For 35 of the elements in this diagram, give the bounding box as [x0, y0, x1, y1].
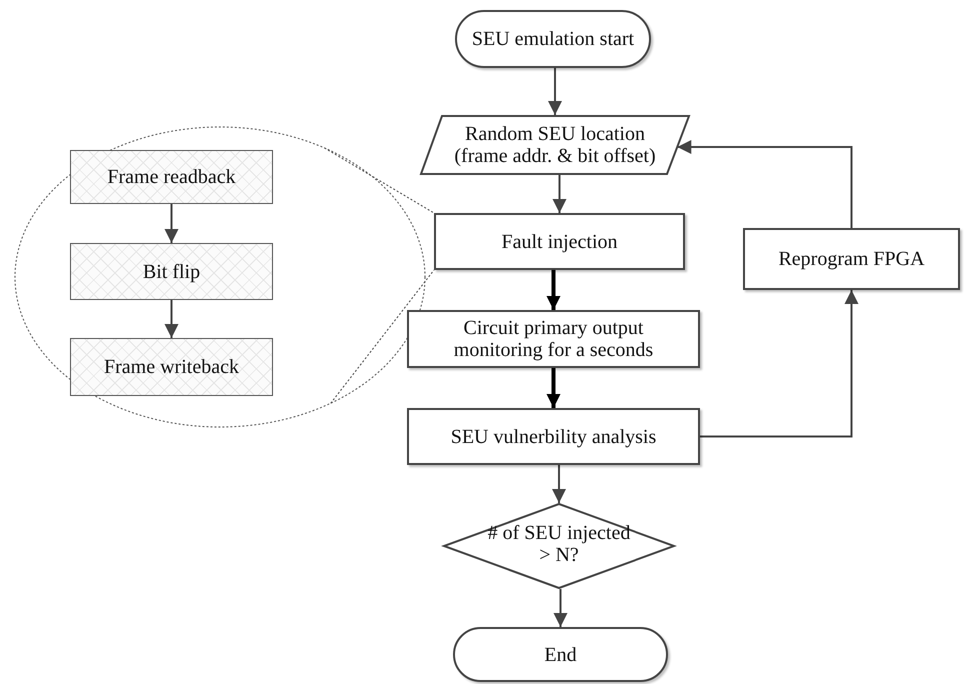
arrow	[546, 368, 560, 408]
process-box	[434, 213, 685, 270]
arrow	[700, 290, 858, 438]
dotted-zoom-line	[330, 270, 434, 404]
node-label: Frame readback	[107, 166, 236, 188]
arrow	[164, 300, 178, 338]
node-label: Random SEU location (frame addr. & bit offset)	[453, 123, 657, 167]
node-label: SEU emulation start	[472, 28, 634, 50]
node-label: Frame writeback	[104, 356, 239, 378]
node-label: Circuit primary output monitoring for a seconds	[452, 317, 654, 361]
arrow	[546, 270, 560, 310]
process-box	[70, 243, 273, 300]
arrow	[677, 140, 852, 228]
arrow	[552, 175, 566, 213]
process-box	[743, 228, 960, 290]
arrow	[554, 589, 568, 627]
decision-diamond	[443, 503, 675, 589]
node-label: End	[544, 644, 577, 666]
arrow	[548, 68, 562, 115]
node-label: Bit flip	[142, 260, 200, 282]
process-box	[70, 150, 273, 204]
node-label: Fault injection	[501, 230, 618, 252]
terminal-box	[453, 627, 668, 682]
process-box	[70, 338, 273, 396]
arrow	[552, 465, 566, 503]
node-label: # of SEU injected > N?	[486, 522, 632, 566]
arrow	[164, 204, 178, 243]
zoom-ellipse	[15, 127, 425, 427]
terminal-box	[455, 10, 651, 68]
process-box	[407, 408, 700, 465]
node-label: Reprogram FPGA	[778, 248, 925, 270]
dotted-zoom-line	[324, 147, 434, 214]
input-parallelogram	[420, 115, 690, 175]
process-box	[407, 310, 700, 368]
node-label: SEU vulnerbility analysis	[450, 426, 656, 448]
